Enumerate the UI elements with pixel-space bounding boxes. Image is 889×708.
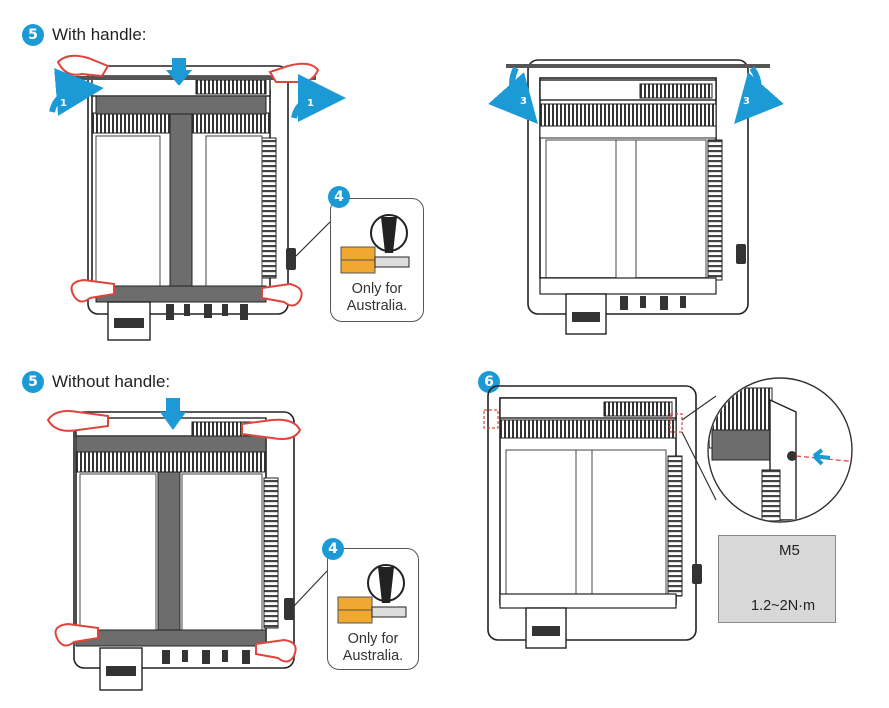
zoom-detail [707,377,853,523]
inverter-without-handle [73,411,295,691]
lower-arrow-icon [166,398,180,414]
arrow-number: 2 [175,84,182,95]
hand-icon [46,410,302,663]
arrow-number: 3 [520,96,527,107]
arrow-number: 3 [743,96,750,107]
step-number-badge: 6 [478,371,500,393]
step-number-badge: 5 [22,24,44,46]
torque-value-label: 1.2~2N·m [751,598,816,614]
australia-switch-callout: Only for Australia. [330,198,424,322]
arrow-number: 1 [60,98,67,109]
step-label: With handle: [52,25,147,44]
callout-leader-line [295,221,331,257]
callout-leader-line [293,569,329,607]
lower-arrow-head-icon [160,412,186,430]
rotate-arrow-icon [488,66,784,124]
step-6-header: 6 [478,371,500,393]
inverter-rotated [506,59,770,335]
lower-arrow-head-icon [166,70,192,86]
callout-step-badge: 4 [322,538,344,560]
callout-text-line2: Australia. [346,298,408,314]
callout-text-line2: Australia. [342,648,404,664]
callout-text-line1: Only for [347,631,399,647]
screw-spec-box: M5 1.2~2N·m [718,535,836,623]
lower-arrow-icon [172,58,186,72]
screw-size-label: M5 [779,542,800,559]
inverter-with-handle [64,65,316,341]
inverter-secured [483,385,702,649]
step-number-badge: 5 [22,371,44,393]
hand-icon [56,54,320,307]
australia-switch-callout: Only for Australia. [327,548,419,670]
arrow-number: 1 [307,98,314,109]
callout-text-line1: Only for [351,281,403,297]
lift-arrow-icon [49,68,346,123]
step-5-without-handle-header: 5 Without handle: [22,371,170,393]
dc-switch-icon [337,564,407,624]
step-label: Without handle: [52,372,171,391]
dc-switch-icon [340,214,410,274]
callout-step-badge: 4 [328,186,350,208]
step-5-with-handle-header: 5 With handle: [22,24,147,46]
